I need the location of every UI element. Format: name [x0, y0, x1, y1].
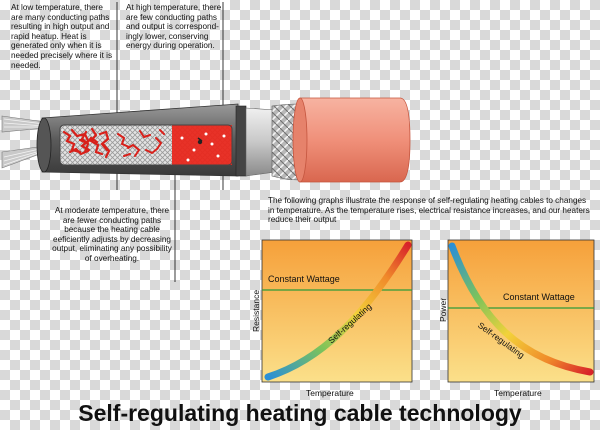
- self-regulating-curve: [448, 242, 594, 376]
- note-low-temperature: At low temperature, there are many condu…: [11, 3, 113, 70]
- chart1-ylabel: Resistance: [251, 289, 261, 332]
- chart2-xlabel: Temperature: [494, 388, 542, 398]
- chart-resistance: [261, 239, 413, 383]
- diagram-title: Self-regulating heating cable technology: [78, 400, 522, 426]
- note-high-temperature: At high temperature, there are few condu…: [126, 3, 222, 51]
- chart2-ylabel: Power: [438, 297, 448, 322]
- chart1-xlabel: Temperature: [306, 388, 354, 398]
- inner-jacket-band: [235, 105, 247, 177]
- chart-power: [447, 239, 595, 383]
- note-graphs-intro: The following graphs illustrate the resp…: [268, 196, 590, 225]
- note-moderate-temperature: At moderate temperature, there are fewer…: [52, 206, 172, 263]
- outer-jacket: [299, 97, 411, 183]
- insulation-layer: [245, 107, 276, 177]
- chart1-constant-label: Constant Wattage: [268, 274, 340, 284]
- chart2-constant-label: Constant Wattage: [503, 292, 575, 302]
- self-regulating-curve: [264, 241, 412, 381]
- semiconductive-matrix: [59, 124, 233, 166]
